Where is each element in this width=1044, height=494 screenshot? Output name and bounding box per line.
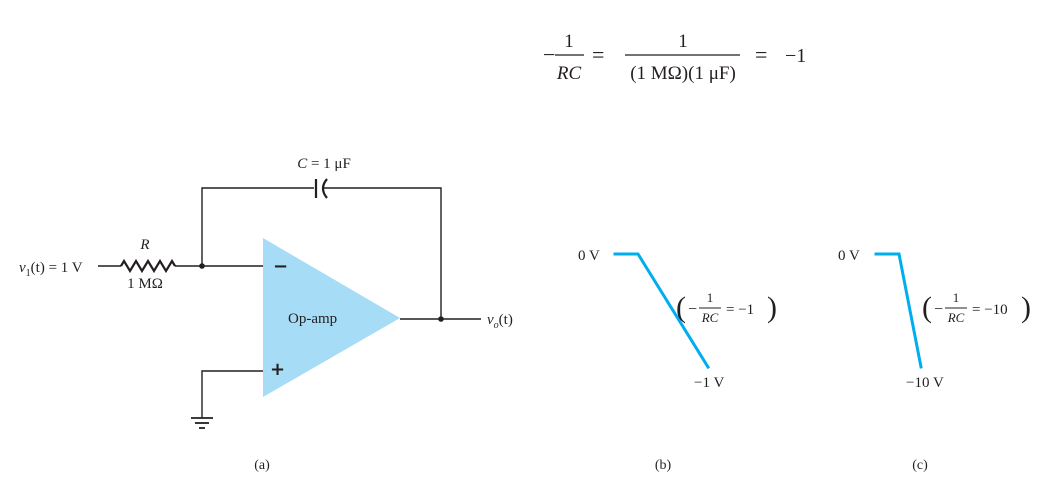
waveform-c-minus: − (934, 301, 943, 318)
waveform-b-start-label: 0 V (578, 248, 600, 264)
inverting-input-sign: − (273, 256, 288, 277)
equation-lhs-denominator: RC (556, 63, 582, 84)
feedback-wire-left (201, 187, 314, 266)
opamp-label: Op-amp (288, 311, 337, 327)
equation-equals-1: = (592, 42, 604, 67)
equation-minus: − (543, 42, 555, 67)
waveform-c-paren-close: ) (1021, 291, 1031, 324)
waveform-c: 0 V −10 V ( − 1 RC = −10 ) (c) (838, 248, 1031, 473)
equation-lhs-numerator: 1 (564, 31, 574, 52)
waveform-b-numerator: 1 (707, 290, 714, 305)
output-node (438, 316, 444, 322)
waveform-c-paren-open: ( (922, 291, 932, 324)
feedback-wire-right (322, 187, 442, 319)
waveform-c-line (874, 252, 923, 369)
waveform-b-end-label: −1 V (694, 375, 724, 391)
caption-b: (b) (655, 458, 672, 473)
equation-equals-2: = (755, 42, 767, 67)
equation-rhs-denominator: (1 MΩ)(1 μF) (630, 63, 736, 84)
integrator-circuit: Op-amp − + v1(t) = 1 V R 1 MΩ C = 1 μF v… (19, 156, 513, 473)
resistor-symbol-label: R (139, 237, 149, 253)
ground-wire (201, 370, 263, 418)
equation: − 1 RC = 1 (1 MΩ)(1 μF) = −1 (543, 31, 806, 84)
resistor-value-label: 1 MΩ (127, 276, 163, 292)
output-voltage-label: vo(t) (487, 312, 513, 331)
waveform-b-line (613, 252, 711, 370)
resistor (120, 258, 176, 274)
caption-c: (c) (912, 458, 928, 473)
input-voltage-label: v1(t) = 1 V (19, 260, 83, 279)
waveform-b-slope-annotation: ( − 1 RC = −1 ) (676, 290, 777, 325)
waveform-c-start-label: 0 V (838, 248, 860, 264)
waveform-c-end-label: −10 V (906, 375, 944, 391)
waveform-c-denominator: RC (947, 310, 965, 325)
waveform-b-paren-close: ) (767, 291, 777, 324)
caption-a: (a) (254, 458, 270, 473)
waveform-b-value: = −1 (726, 302, 754, 318)
waveform-c-value: = −10 (972, 302, 1008, 318)
ground-symbol (191, 417, 213, 429)
waveform-c-slope-annotation: ( − 1 RC = −10 ) (922, 290, 1031, 325)
opamp-triangle (263, 238, 400, 397)
waveform-c-numerator: 1 (953, 290, 960, 305)
waveform-b-paren-open: ( (676, 291, 686, 324)
waveform-b: 0 V −1 V ( − 1 RC = −1 ) (b) (578, 248, 777, 473)
capacitor-label: C = 1 μF (297, 156, 351, 172)
equation-result: −1 (785, 45, 806, 67)
waveform-b-minus: − (688, 301, 697, 318)
equation-rhs-numerator: 1 (678, 31, 688, 52)
waveform-b-denominator: RC (701, 310, 719, 325)
noninverting-input-sign: + (270, 359, 285, 380)
